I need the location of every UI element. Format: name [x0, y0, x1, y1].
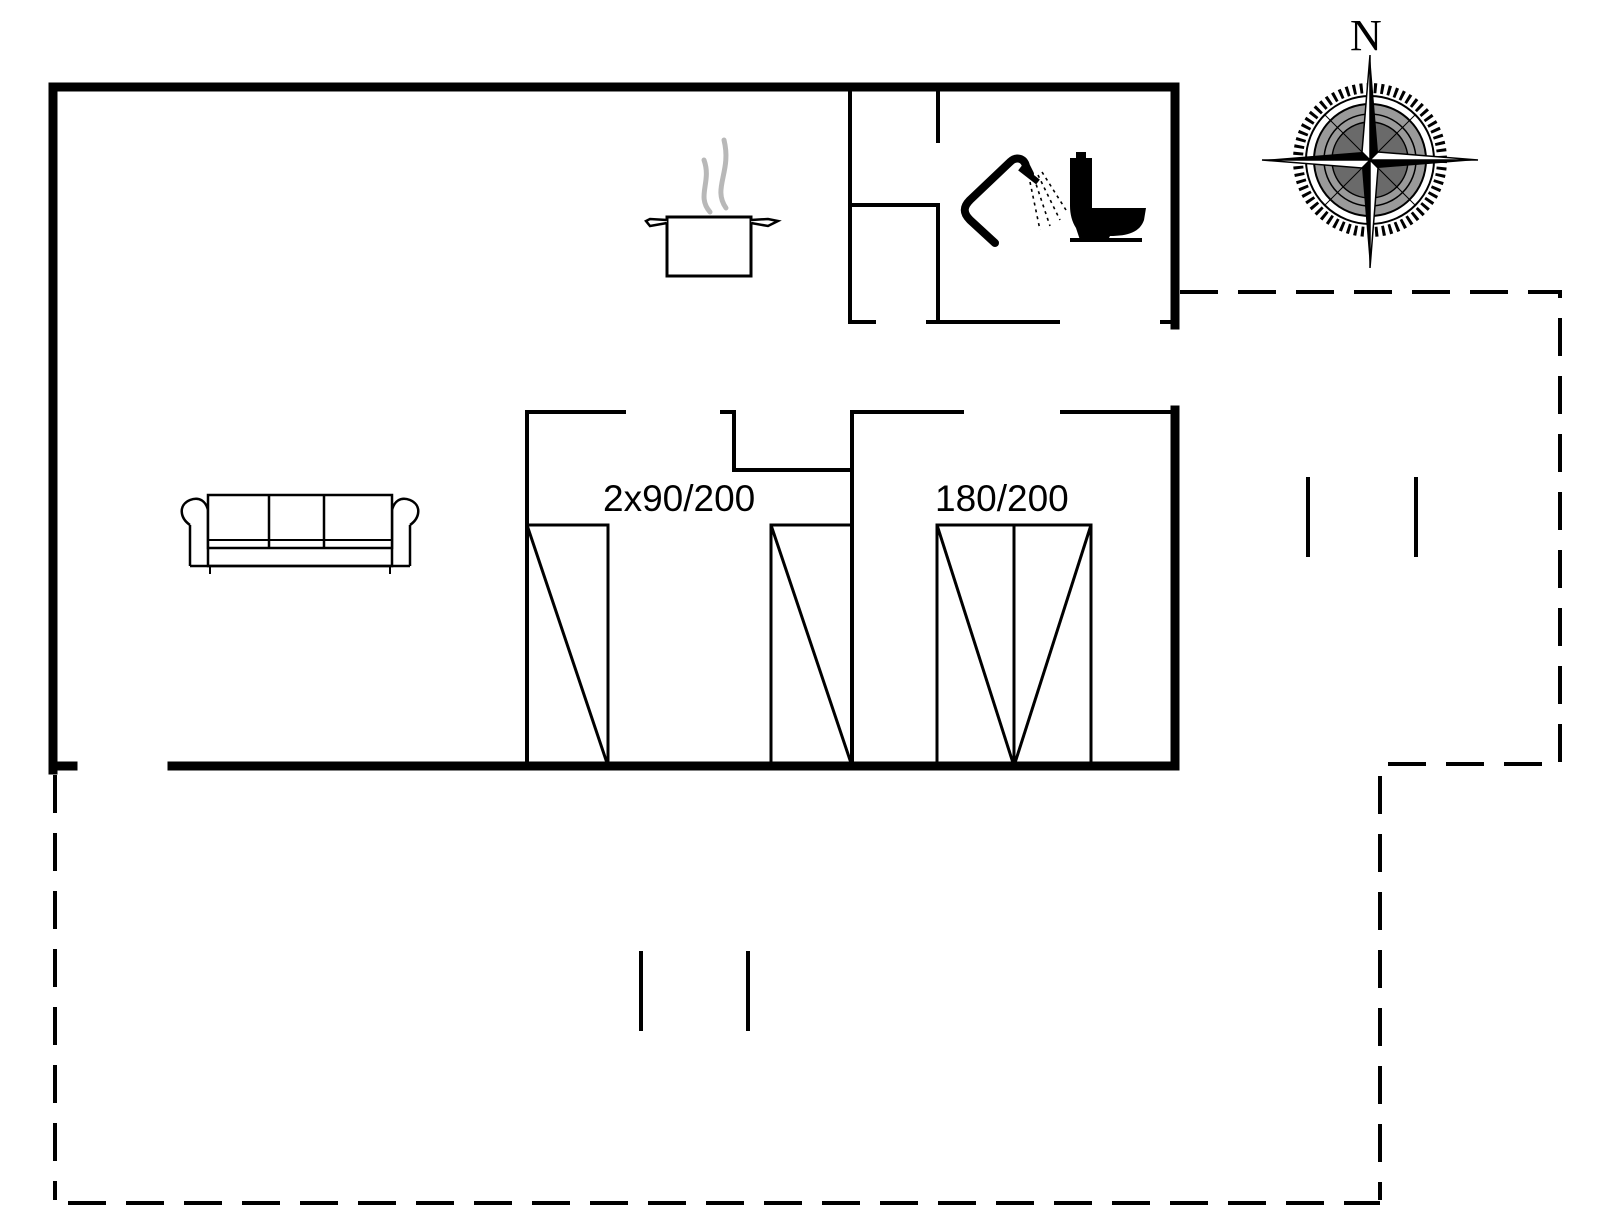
compass-north-label: N — [1350, 11, 1382, 60]
terrace-door-markers — [639, 477, 1418, 1031]
bathroom-walls — [848, 87, 1175, 324]
cooking-pot-icon — [644, 137, 782, 278]
outer-walls — [48, 82, 1180, 775]
terrace-dashed-outline — [53, 290, 1562, 1205]
sofa-icon — [180, 493, 420, 574]
bed-single-2 — [769, 523, 854, 768]
bed-label-left: 2x90/200 — [603, 478, 755, 519]
compass-rose-icon — [1261, 54, 1479, 269]
shower-icon — [960, 154, 1067, 247]
bed-double — [935, 523, 1093, 768]
toilet-icon — [1070, 152, 1146, 242]
bed-single-1 — [525, 523, 610, 768]
bed-label-right: 180/200 — [935, 478, 1069, 519]
